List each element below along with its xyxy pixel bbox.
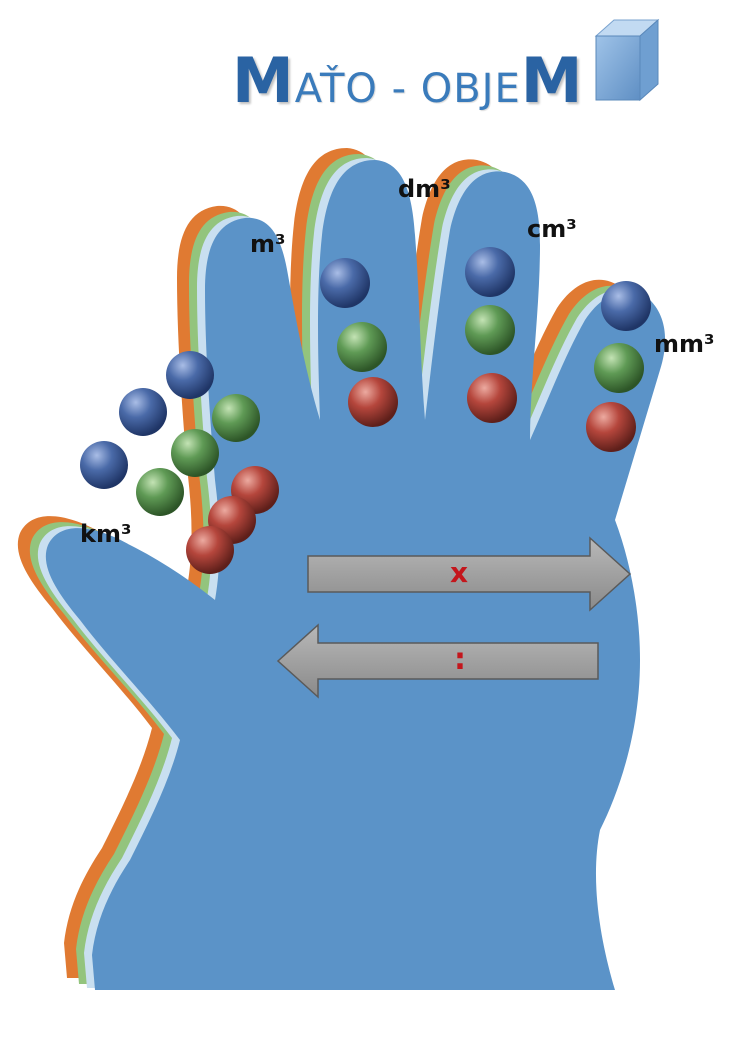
ball-green xyxy=(465,305,515,355)
multiply-symbol: x xyxy=(450,556,468,589)
ball-blue xyxy=(119,388,167,436)
title-middle: AŤO - OBJE xyxy=(295,66,521,112)
ball-blue xyxy=(166,351,214,399)
page-title: MAŤO - OBJEM xyxy=(232,38,672,118)
title-last-letter: M xyxy=(521,44,584,117)
ball-green xyxy=(337,322,387,372)
title-first-letter: M xyxy=(232,44,295,117)
ball-blue xyxy=(465,247,515,297)
ball-green xyxy=(171,429,219,477)
unit-label-cm3: cm³ xyxy=(527,215,577,243)
unit-label-mm3: mm³ xyxy=(654,330,715,358)
unit-label-dm3: dm³ xyxy=(398,175,451,203)
ball-blue xyxy=(601,281,651,331)
ball-red xyxy=(467,373,517,423)
divide-symbol: : xyxy=(454,642,466,677)
ball-green xyxy=(136,468,184,516)
ball-red xyxy=(186,526,234,574)
ball-red xyxy=(348,377,398,427)
ball-green xyxy=(594,343,644,393)
ball-blue xyxy=(80,441,128,489)
unit-label-m3: m³ xyxy=(250,230,286,258)
ball-red xyxy=(586,402,636,452)
ball-green xyxy=(212,394,260,442)
ball-blue xyxy=(320,258,370,308)
unit-label-km3: km³ xyxy=(80,520,131,548)
